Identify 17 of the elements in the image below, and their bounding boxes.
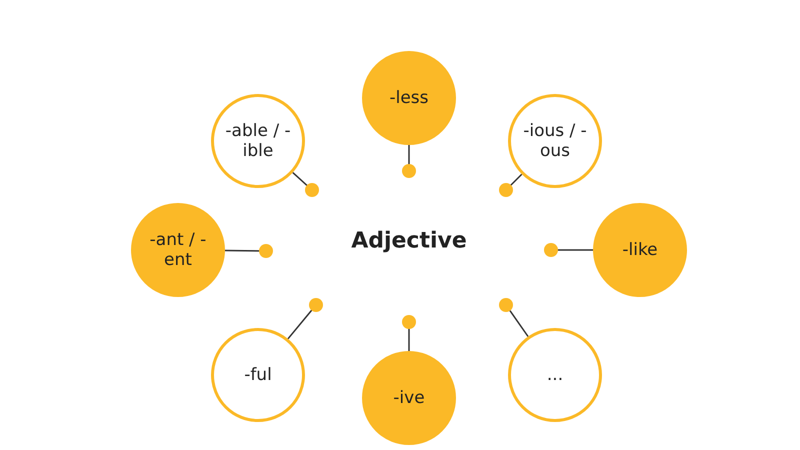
leader-line xyxy=(499,174,522,197)
leader-line xyxy=(499,298,529,337)
leader-line xyxy=(544,243,593,257)
suffix-circle: -like xyxy=(593,203,687,297)
leader-line xyxy=(402,145,416,178)
suffix-circle: -less xyxy=(362,51,456,145)
suffix-circle: -ful xyxy=(211,328,305,422)
suffix-circle: -ious / - ous xyxy=(508,94,602,188)
leader-line xyxy=(287,298,323,340)
suffix-circle: -able / - ible xyxy=(211,94,305,188)
suffix-circle: ... xyxy=(508,328,602,422)
suffix-circle: -ant / - ent xyxy=(131,203,225,297)
center-label: Adjective xyxy=(351,228,467,254)
leader-line xyxy=(402,315,416,351)
suffix-circle: -ive xyxy=(362,351,456,445)
leader-line xyxy=(292,172,319,197)
leader-line xyxy=(224,244,273,258)
